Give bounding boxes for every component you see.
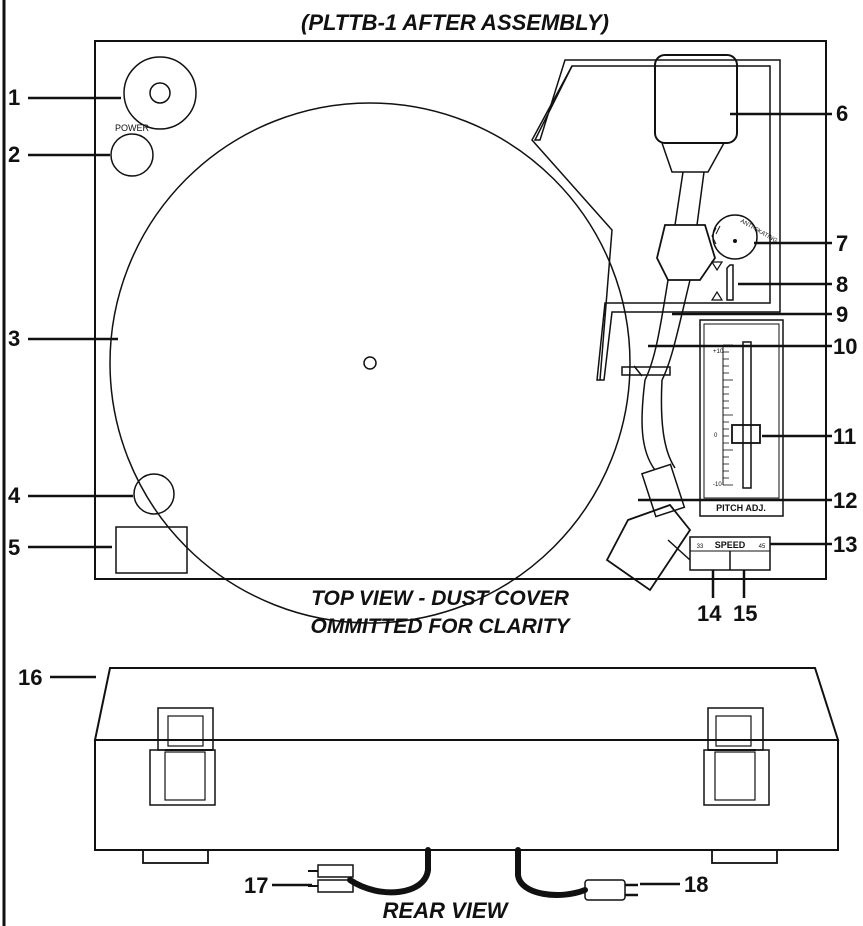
callout-7: 7 xyxy=(836,231,848,256)
pitch-slot xyxy=(742,341,752,489)
anti-skating-dial xyxy=(712,214,758,260)
tonearm-panel-edge xyxy=(531,65,613,381)
arm-rest xyxy=(621,366,671,376)
callout-10: 10 xyxy=(833,334,857,359)
callout-11: 11 xyxy=(833,424,856,449)
callout-2: 2 xyxy=(8,142,20,167)
pitch-panel-inner xyxy=(703,323,780,499)
right-hinge-bracket xyxy=(703,749,770,806)
power-button xyxy=(110,133,154,177)
callout-5: 5 xyxy=(8,535,20,560)
rear-view-caption: REAR VIEW xyxy=(383,898,510,923)
pitch-adj-label: PITCH ADJ. xyxy=(716,503,766,513)
callout-14: 14 xyxy=(697,601,722,626)
callout-17: 17 xyxy=(244,873,268,898)
tonearm-tube-right xyxy=(661,279,691,381)
anti-skating-ticks xyxy=(711,225,721,245)
top-view-caption-line1: TOP VIEW - DUST COVER xyxy=(311,587,570,610)
pitch-plus-label: +10 xyxy=(713,349,724,355)
tonearm-pivot xyxy=(656,224,716,281)
pitch-minus-label: -10 xyxy=(713,482,722,488)
anti-skating-label: ANTI-SKATING xyxy=(739,219,778,245)
arm-clip xyxy=(633,365,643,377)
speed-33-label: 33 xyxy=(697,544,704,550)
power-plug xyxy=(584,879,626,901)
pitch-slider-knob xyxy=(731,424,761,444)
rca-plug-top xyxy=(317,864,354,878)
right-foot xyxy=(711,849,778,864)
counterweight-collar xyxy=(661,142,725,173)
headshell-collar xyxy=(640,463,686,518)
speed-45-label: 45 xyxy=(759,544,766,550)
top-view-caption-line2: OMMITTED FOR CLARITY xyxy=(311,615,572,638)
rear-base xyxy=(94,739,839,851)
callout-3: 3 xyxy=(8,326,20,351)
spindle xyxy=(363,356,377,370)
callout-12: 12 xyxy=(833,488,857,513)
pitch-scale-ticks xyxy=(723,344,733,486)
strobe-light xyxy=(133,473,175,515)
start-stop-button xyxy=(115,526,188,574)
finger-lift xyxy=(667,539,691,561)
callout-6: 6 xyxy=(836,101,848,126)
power-label: POWER xyxy=(115,123,150,133)
tonearm-tube-left xyxy=(644,279,669,381)
left-hinge-top xyxy=(157,707,214,751)
callout-4: 4 xyxy=(8,483,21,508)
cue-down-icon xyxy=(710,290,724,301)
tonearm-rear xyxy=(674,171,705,226)
diagram-title: (PLTTB-1 AFTER ASSEMBLY) xyxy=(301,10,609,35)
speed-label: SPEED xyxy=(715,540,746,550)
left-foot xyxy=(142,849,209,864)
adapter-45rpm xyxy=(123,56,197,130)
cue-lever xyxy=(726,264,734,301)
adapter-hole xyxy=(149,82,171,104)
callout-15: 15 xyxy=(733,601,757,626)
headshell xyxy=(605,503,692,592)
top-view: POWER ANTI-SKATING xyxy=(28,40,832,624)
counterweight xyxy=(654,54,738,144)
callout-1: 1 xyxy=(8,85,20,110)
callout-9: 9 xyxy=(836,302,848,327)
rear-view xyxy=(50,667,840,901)
tonearm-panel xyxy=(533,59,781,381)
turntable-base xyxy=(94,40,827,580)
cue-up-icon xyxy=(710,261,724,272)
tonearm-tube-right-lower xyxy=(660,379,676,469)
anti-skating-center xyxy=(733,239,737,243)
callout-18: 18 xyxy=(684,872,708,897)
platter xyxy=(109,102,631,624)
pitch-zero-label: 0 xyxy=(714,433,718,439)
callout-8: 8 xyxy=(836,272,848,297)
callout-13: 13 xyxy=(833,532,857,557)
dust-cover xyxy=(93,667,840,741)
pitch-panel xyxy=(699,319,784,517)
tonearm-tube-left-lower xyxy=(641,379,656,471)
callout-16: 16 xyxy=(18,665,42,690)
